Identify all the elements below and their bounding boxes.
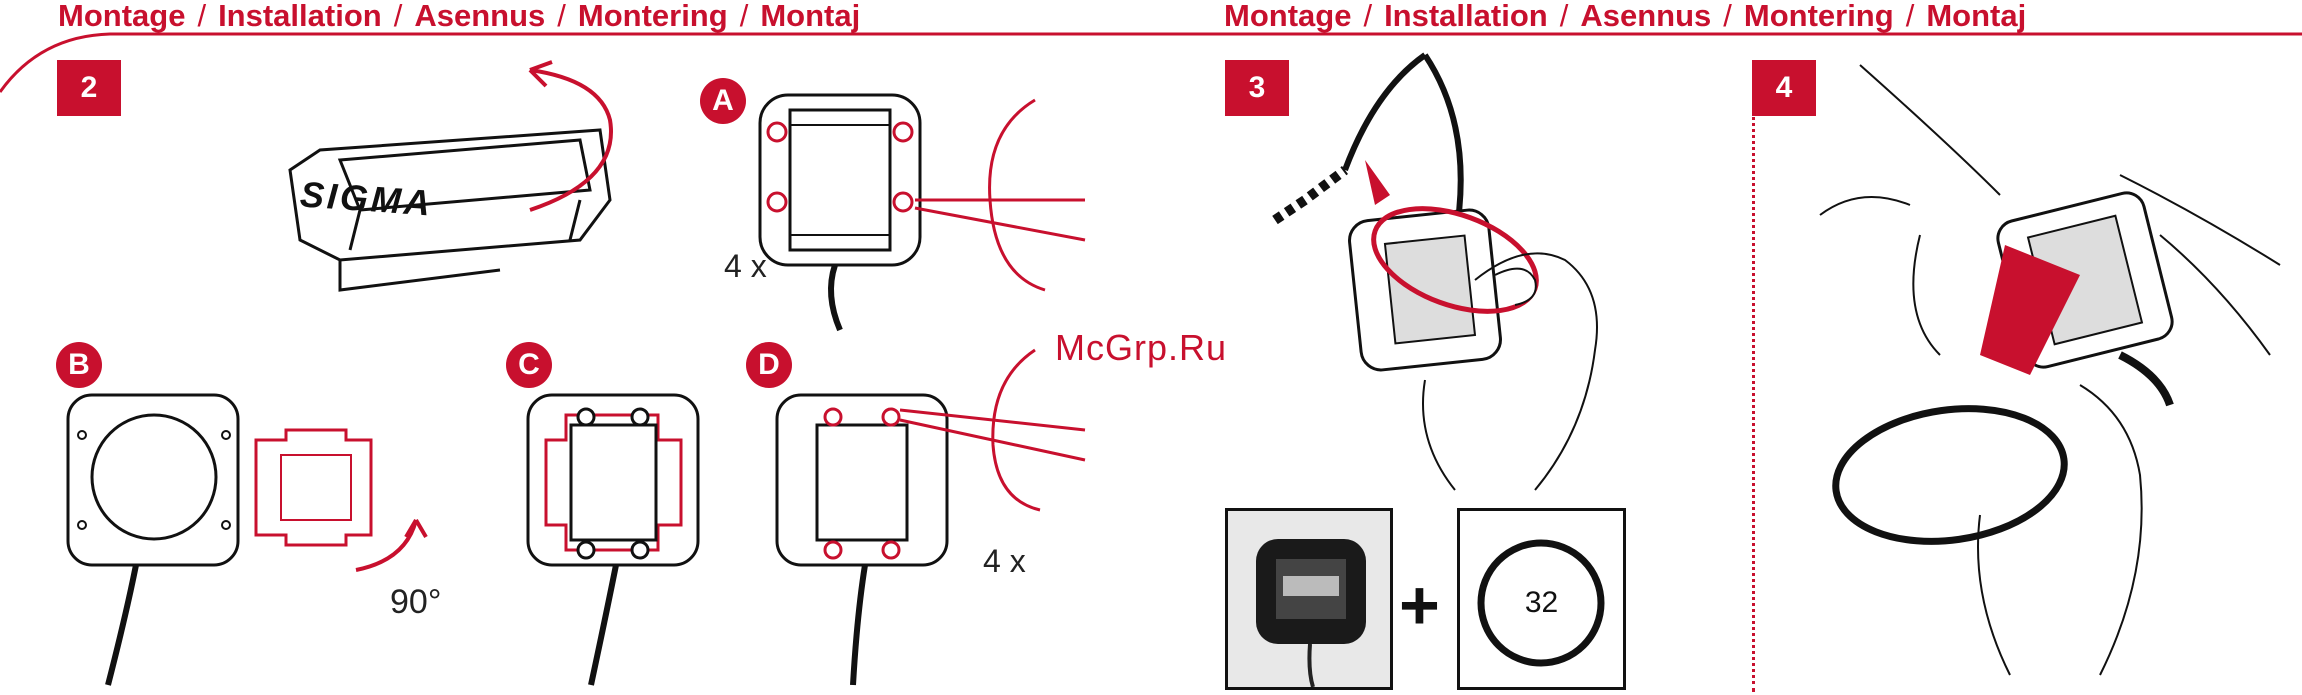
product-photo-box <box>1225 508 1393 690</box>
substep-badge-a: A <box>700 78 746 124</box>
step-divider <box>1752 62 1755 692</box>
final-screw-illustration <box>775 350 1115 690</box>
rotation-label: 90° <box>390 583 441 622</box>
watermark-text: McGrp.Ru <box>1055 327 1227 369</box>
step-badge-2: 2 <box>57 60 121 116</box>
hand-sensor-illustration <box>1225 50 1725 510</box>
sensor-screw-illustration <box>755 90 1115 340</box>
assembled-plate-illustration <box>526 395 726 695</box>
base-plate-illustration <box>66 395 466 695</box>
screw-count-a: 4 x <box>724 248 767 285</box>
ring-size-box: 32 <box>1457 508 1626 690</box>
plus-sign: + <box>1399 565 1440 645</box>
screw-count-d: 4 x <box>983 543 1026 580</box>
substep-badge-b: B <box>56 342 102 388</box>
sensor-photo-icon <box>1228 511 1390 687</box>
substep-badge-c: C <box>506 342 552 388</box>
ring-size-label: 32 <box>1460 511 1623 687</box>
hands-ring-illustration <box>1800 55 2290 685</box>
mount-illustration <box>280 60 620 280</box>
